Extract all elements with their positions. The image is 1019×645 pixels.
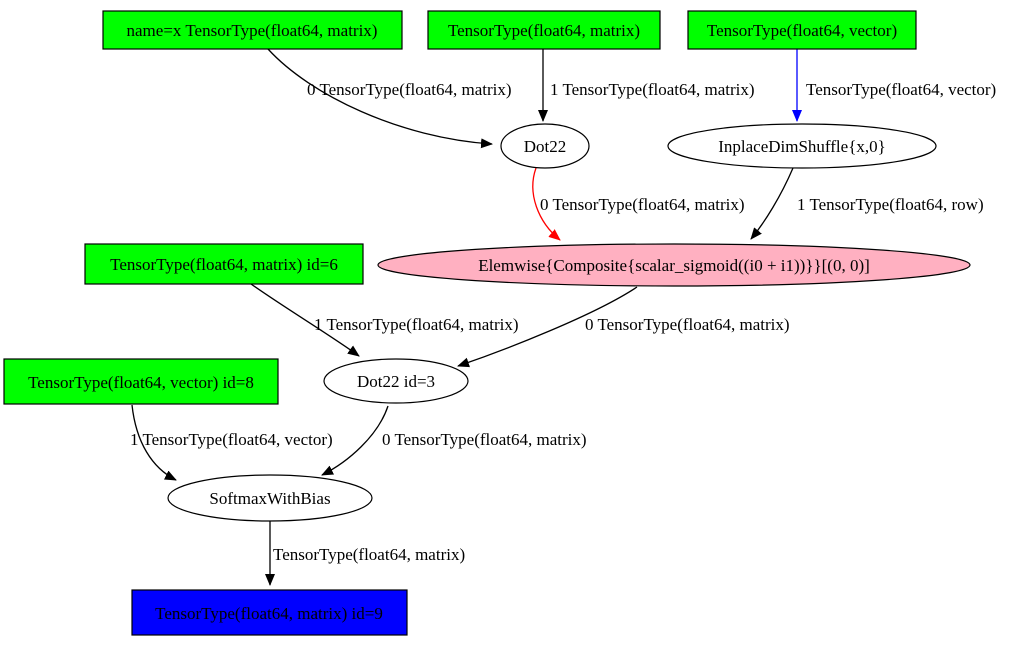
edge-label-vector: TensorType(float64, vector)	[806, 80, 996, 99]
edge-dot22id3-to-softmax	[321, 405, 389, 476]
op-dot22: Dot22	[500, 123, 590, 169]
edge-label-0-matrix-b: 0 TensorType(float64, matrix)	[540, 195, 745, 214]
op-dot22-label: Dot22	[524, 137, 567, 156]
edge-label-1-vector: 1 TensorType(float64, vector)	[130, 430, 333, 449]
node-input-vector-label: TensorType(float64, vector)	[707, 21, 897, 40]
edge-label-out-matrix: TensorType(float64, matrix)	[273, 545, 465, 564]
edge-label-0-matrix-c: 0 TensorType(float64, matrix)	[585, 315, 790, 334]
node-input-matrix-id6: TensorType(float64, matrix) id=6	[84, 243, 364, 285]
node-input-vector: TensorType(float64, vector)	[687, 10, 917, 50]
edge-elemwise-to-dot22id3	[457, 286, 638, 368]
edge-id6-to-dot22id3	[250, 283, 360, 357]
node-input-vector-id8: TensorType(float64, vector) id=8	[3, 358, 279, 405]
op-softmaxwithbias: SoftmaxWithBias	[167, 474, 373, 522]
edge-label-1-row: 1 TensorType(float64, row)	[797, 195, 984, 214]
op-elemwise-sigmoid: Elemwise{Composite{scalar_sigmoid((i0 + …	[377, 243, 971, 287]
node-input-vector-id8-label: TensorType(float64, vector) id=8	[28, 373, 254, 392]
op-inplacedimshuffle: InplaceDimShuffle{x,0}	[667, 123, 937, 169]
edge-label-1-matrix-b: 1 TensorType(float64, matrix)	[314, 315, 519, 334]
edge-label-1-matrix-a: 1 TensorType(float64, matrix)	[550, 80, 755, 99]
node-output-id9-label: TensorType(float64, matrix) id=9	[155, 604, 383, 623]
edge-label-0-matrix-d: 0 TensorType(float64, matrix)	[382, 430, 587, 449]
node-input-matrix: TensorType(float64, matrix)	[427, 10, 661, 50]
op-inplacedimshuffle-label: InplaceDimShuffle{x,0}	[718, 137, 886, 156]
node-output-id9: TensorType(float64, matrix) id=9	[131, 589, 408, 636]
node-input-matrix-label: TensorType(float64, matrix)	[448, 21, 640, 40]
edge-dimshuffle-to-elemwise	[750, 167, 794, 240]
op-elemwise-sigmoid-label: Elemwise{Composite{scalar_sigmoid((i0 + …	[478, 256, 870, 275]
op-dot22-id3: Dot22 id=3	[323, 358, 469, 404]
edge-label-0-matrix-a: 0 TensorType(float64, matrix)	[307, 80, 512, 99]
node-input-x-label: name=x TensorType(float64, matrix)	[127, 21, 378, 40]
node-input-x: name=x TensorType(float64, matrix)	[102, 10, 403, 50]
op-dot22-id3-label: Dot22 id=3	[357, 372, 435, 391]
edge-id8-to-softmax	[131, 404, 177, 481]
node-input-matrix-id6-label: TensorType(float64, matrix) id=6	[110, 255, 338, 274]
edge-dot22-to-elemwise	[532, 167, 561, 241]
edge-x-to-dot22	[267, 48, 493, 149]
op-softmaxwithbias-label: SoftmaxWithBias	[209, 489, 330, 508]
